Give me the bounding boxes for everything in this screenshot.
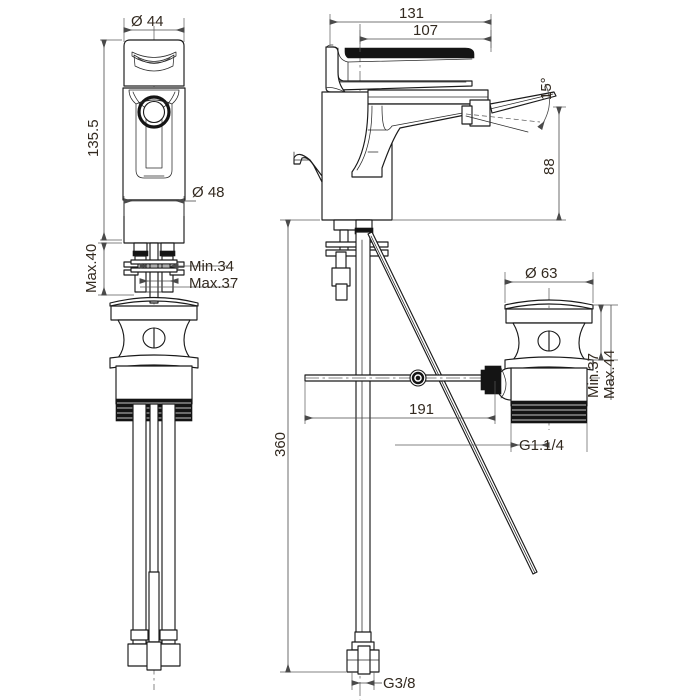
- front-flexible-hoses: [127, 403, 181, 671]
- side-view: [293, 24, 557, 700]
- dim-label-base-diameter: Ø 48: [192, 184, 225, 201]
- front-body-upper: [122, 87, 186, 201]
- dim-label-hose-length: 360: [272, 432, 289, 457]
- side-body-dome: [325, 44, 346, 93]
- dim-label-waste-max: Max.44: [601, 350, 618, 399]
- side-popup-lever: [293, 151, 323, 183]
- dim-label-hose-thread: G3/8: [383, 675, 416, 692]
- dim-label-total-reach: 131: [399, 5, 424, 22]
- side-riser-tube: [346, 231, 380, 675]
- front-view: [122, 26, 186, 690]
- front-aerator-outer: [137, 95, 171, 129]
- dim-label-shank-max: Max.40: [83, 244, 100, 293]
- front-aerator-inner: [142, 100, 166, 124]
- front-view-dimensions: Ø 44 135.5 Ø 48 Max.40 Min.34 Max.37: [83, 13, 238, 296]
- dim-label-rod-length: 191: [409, 401, 434, 418]
- dim-label-body-height: 135.5: [85, 119, 102, 157]
- side-spout: [351, 83, 557, 178]
- dim-label-waste-min: Min.37: [585, 353, 602, 398]
- side-lift-rod-diagonal: [367, 231, 538, 575]
- angle-arc-15deg: [537, 83, 550, 131]
- dim-label-waste-thread: G1.1/4: [519, 437, 564, 454]
- dim-label-spout-height: 88: [541, 158, 558, 175]
- dim-label-thread-min: Min.34: [189, 258, 234, 275]
- front-handle-cap: [123, 39, 185, 87]
- dim-label-spout-reach: 107: [413, 22, 438, 39]
- front-body-column: [123, 199, 185, 244]
- dim-label-outlet-angle: 15°: [538, 77, 555, 100]
- dim-label-flange-diameter: Ø 63: [525, 265, 558, 282]
- dim-label-top-diameter: Ø 44: [131, 13, 164, 30]
- waste-side-dimensions: Ø 63 Min.37 Max.44 G1.1/4: [395, 265, 618, 454]
- waste-front-view: [109, 296, 199, 422]
- dim-label-thread-max: Max.37: [189, 275, 238, 292]
- front-shank-assembly: [123, 242, 185, 304]
- waste-side-view: [480, 288, 600, 430]
- side-view-dimensions: 131 107 15° 88 360 191 G3/8: [272, 5, 566, 692]
